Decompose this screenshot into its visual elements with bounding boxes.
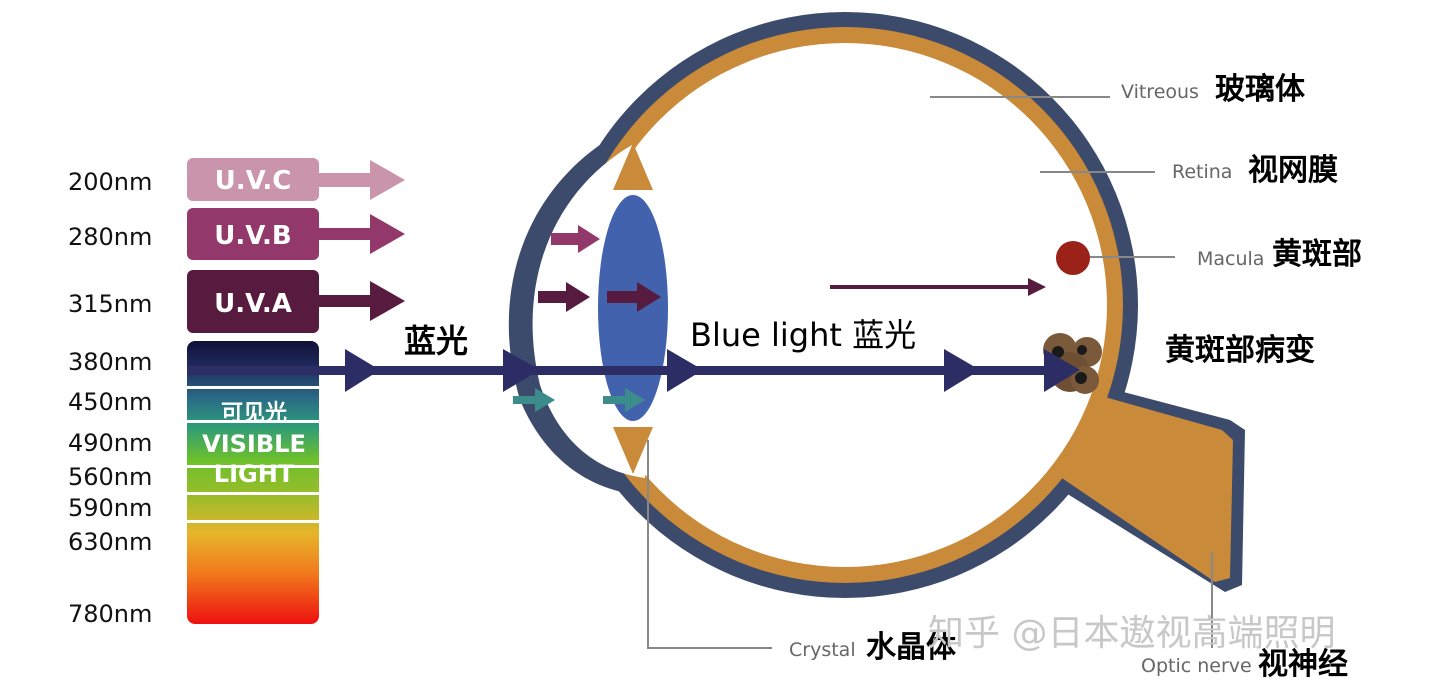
crystal-lens <box>598 195 668 421</box>
blue-arrow-3 <box>667 349 703 392</box>
wavelength-450: 450nm <box>68 388 152 416</box>
macula-en-label: Macula <box>1197 248 1264 270</box>
spectrum-bar <box>187 341 319 624</box>
vitreous-en-label: Vitreous <box>1121 81 1199 103</box>
spectrum-divider <box>187 520 319 523</box>
vitreous-cn-label: 玻璃体 <box>1215 72 1306 107</box>
optic-nerve-cn-label: 视神经 <box>1258 647 1348 682</box>
wavelength-200: 200nm <box>68 168 152 196</box>
uva-arrow-lens <box>607 282 661 312</box>
vitreous-body <box>583 43 1107 567</box>
crystal-leader <box>647 440 772 649</box>
uva-arrow <box>319 281 405 321</box>
wavelength-490: 490nm <box>68 429 152 457</box>
crystal-en-label: Crystal <box>789 639 856 661</box>
wavelength-labels: 200nm 280nm 315nm 380nm 450nm 490nm 560n… <box>68 168 152 628</box>
blue-light-beam <box>187 366 1077 375</box>
lesion-core <box>1075 372 1087 384</box>
wavelength-630: 630nm <box>68 528 152 556</box>
macula-dot <box>1056 241 1090 275</box>
crystal-cn-label: 水晶体 <box>866 630 957 665</box>
visible-cn-label: 可见光 <box>221 401 287 426</box>
spectrum-divider <box>187 465 319 468</box>
uvc-band: U.V.C <box>187 158 405 201</box>
optic-nerve <box>1050 390 1233 582</box>
optic-nerve-en-label: Optic nerve <box>1141 655 1252 677</box>
lesion-core <box>1077 345 1087 355</box>
retina-en-label: Retina <box>1172 161 1232 183</box>
wavelength-590: 590nm <box>68 494 152 522</box>
blue-arrow-1 <box>345 349 380 392</box>
visible-spectrum: 可见光 VISIBLE LIGHT <box>187 341 319 624</box>
uvb-label: U.V.B <box>214 221 291 251</box>
wavelength-315: 315nm <box>68 290 152 318</box>
retina-cn-label: 视网膜 <box>1248 153 1338 188</box>
wavelength-780: 780nm <box>68 600 152 628</box>
blue-arrow-5 <box>1044 349 1080 392</box>
spectrum-divider <box>187 492 319 495</box>
uvb-box <box>187 208 319 260</box>
spectrum-divider <box>187 386 319 389</box>
macular-lesion <box>1043 333 1102 394</box>
wavelength-380: 380nm <box>68 348 152 376</box>
lesion-core <box>1052 346 1064 358</box>
spectrum-divider <box>187 420 319 423</box>
uvc-box <box>187 158 319 201</box>
uva-band: U.V.A <box>187 270 405 333</box>
macular-degeneration-label: 黄斑部病变 <box>1165 333 1315 368</box>
uvc-label: U.V.C <box>215 166 292 196</box>
visible-en-label: VISIBLE <box>202 430 306 458</box>
visible-arrow-cornea <box>513 388 555 412</box>
wavelength-560: 560nm <box>68 463 152 491</box>
blue-arrow-2 <box>503 349 540 392</box>
uva-ray-head <box>1028 278 1046 296</box>
uva-arrow-cornea <box>538 282 590 312</box>
light-en-label: LIGHT <box>214 460 295 488</box>
macula-cn-label: 黄斑部 <box>1272 237 1362 272</box>
lens-ligament-bottom <box>613 427 653 474</box>
uva-box <box>187 270 319 333</box>
uvb-arrow <box>319 214 405 254</box>
visible-arrow-lens <box>603 388 645 412</box>
uva-label: U.V.A <box>214 289 292 319</box>
uvc-arrow <box>319 160 405 200</box>
uvb-band: U.V.B <box>187 208 405 260</box>
blue-light-ray <box>187 349 1077 392</box>
blue-light-center-label: Blue light 蓝光 <box>690 316 916 354</box>
uvb-arrow-cornea <box>551 225 600 253</box>
blue-light-cn-label: 蓝光 <box>404 322 468 360</box>
watermark: 知乎 @日本遨视高端照明 <box>928 613 1335 654</box>
blue-arrow-4 <box>944 349 980 392</box>
lens-ligament-top <box>613 143 653 190</box>
wavelength-280: 280nm <box>68 223 152 251</box>
